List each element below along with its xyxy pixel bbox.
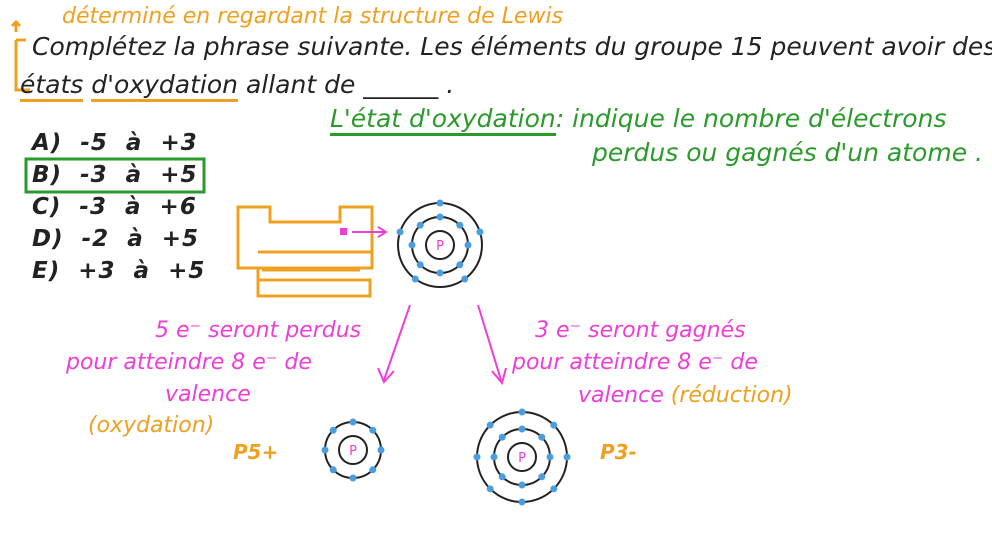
- electron: [369, 426, 377, 434]
- electron: [461, 275, 469, 283]
- electron: [436, 213, 444, 221]
- nucleus-label: P: [518, 451, 526, 466]
- ion-p3minus: P3-: [600, 440, 637, 464]
- electron: [416, 221, 424, 229]
- answer-blank: ______ .: [363, 70, 455, 99]
- electron: [546, 453, 554, 461]
- electron: [416, 261, 424, 269]
- left-note-line4: (oxydation): [88, 413, 215, 438]
- nucleus-label: P: [349, 444, 357, 459]
- p3minus-ion: P: [473, 408, 571, 506]
- electron: [329, 426, 337, 434]
- underlined-oxydation: d'oxydation: [91, 70, 239, 102]
- selected-answer-box: [24, 157, 206, 194]
- electron: [377, 446, 385, 454]
- electron: [518, 498, 526, 506]
- p5plus-ion: P: [321, 418, 385, 482]
- left-note-line2: pour atteindre 8 e⁻ de: [66, 350, 312, 375]
- electron: [369, 466, 377, 474]
- electron: [518, 481, 526, 489]
- electron: [550, 421, 558, 429]
- definition-text1: : indique le nombre d'électrons: [555, 104, 947, 133]
- annotation-lewis: déterminé en regardant la structure de L…: [62, 4, 564, 29]
- nucleus-label: P: [436, 239, 444, 254]
- allant-de: allant de: [245, 70, 356, 99]
- option-d[interactable]: D) -2 à +5: [32, 226, 200, 252]
- definition-term: L'état d'oxydation: [330, 104, 556, 136]
- group15-marker: [340, 228, 347, 235]
- right-note-line2: pour atteindre 8 e⁻ de: [512, 350, 758, 375]
- electron-shell: [338, 435, 368, 465]
- orange-bracket: [10, 19, 30, 92]
- electron: [411, 275, 419, 283]
- option-e[interactable]: E) +3 à +5: [32, 258, 206, 284]
- electron: [436, 199, 444, 207]
- right-note-line3: valence (réduction): [578, 383, 793, 408]
- electron: [456, 261, 464, 269]
- electron: [321, 446, 329, 454]
- electron: [349, 418, 357, 426]
- electron: [464, 241, 472, 249]
- electron: [436, 269, 444, 277]
- electron: [486, 485, 494, 493]
- electron: [498, 433, 506, 441]
- electron: [349, 474, 357, 482]
- electron: [408, 241, 416, 249]
- arrow-to-atom: [352, 226, 388, 238]
- electron-shell: [507, 442, 537, 472]
- left-note-line1: 5 e⁻ seront perdus: [155, 318, 362, 343]
- reduction-label: (réduction): [670, 383, 793, 408]
- electron: [456, 221, 464, 229]
- arrow-left-down: [377, 304, 411, 384]
- electron: [518, 425, 526, 433]
- ion-p5plus: P5+: [233, 440, 279, 464]
- right-note-line1: 3 e⁻ seront gagnés: [535, 318, 746, 343]
- electron: [563, 453, 571, 461]
- electron: [538, 473, 546, 481]
- underlined-etats: états: [20, 70, 84, 102]
- question-line2: états d'oxydation allant de ______ .: [20, 70, 455, 102]
- electron: [498, 473, 506, 481]
- electron: [476, 228, 484, 236]
- phosphorus-atom: P: [396, 199, 484, 288]
- electron: [486, 421, 494, 429]
- option-b[interactable]: B) -3 à +5: [32, 162, 198, 188]
- electron: [329, 466, 337, 474]
- electron: [550, 485, 558, 493]
- periodic-table-icon: [236, 205, 374, 298]
- electron: [396, 228, 404, 236]
- electron-shell: [425, 230, 455, 260]
- electron: [490, 453, 498, 461]
- left-note-line3: valence: [165, 382, 251, 407]
- electron: [518, 408, 526, 416]
- electron: [473, 453, 481, 461]
- option-c[interactable]: C) -3 à +6: [32, 194, 197, 220]
- definition-line2: perdus ou gagnés d'un atome .: [592, 138, 983, 167]
- option-a[interactable]: A) -5 à +3: [32, 130, 198, 156]
- question-line1: Complétez la phrase suivante. Les élémen…: [32, 32, 992, 61]
- electron: [538, 433, 546, 441]
- definition-line1: L'état d'oxydation: indique le nombre d'…: [330, 104, 947, 136]
- arrow-right-down: [477, 304, 507, 386]
